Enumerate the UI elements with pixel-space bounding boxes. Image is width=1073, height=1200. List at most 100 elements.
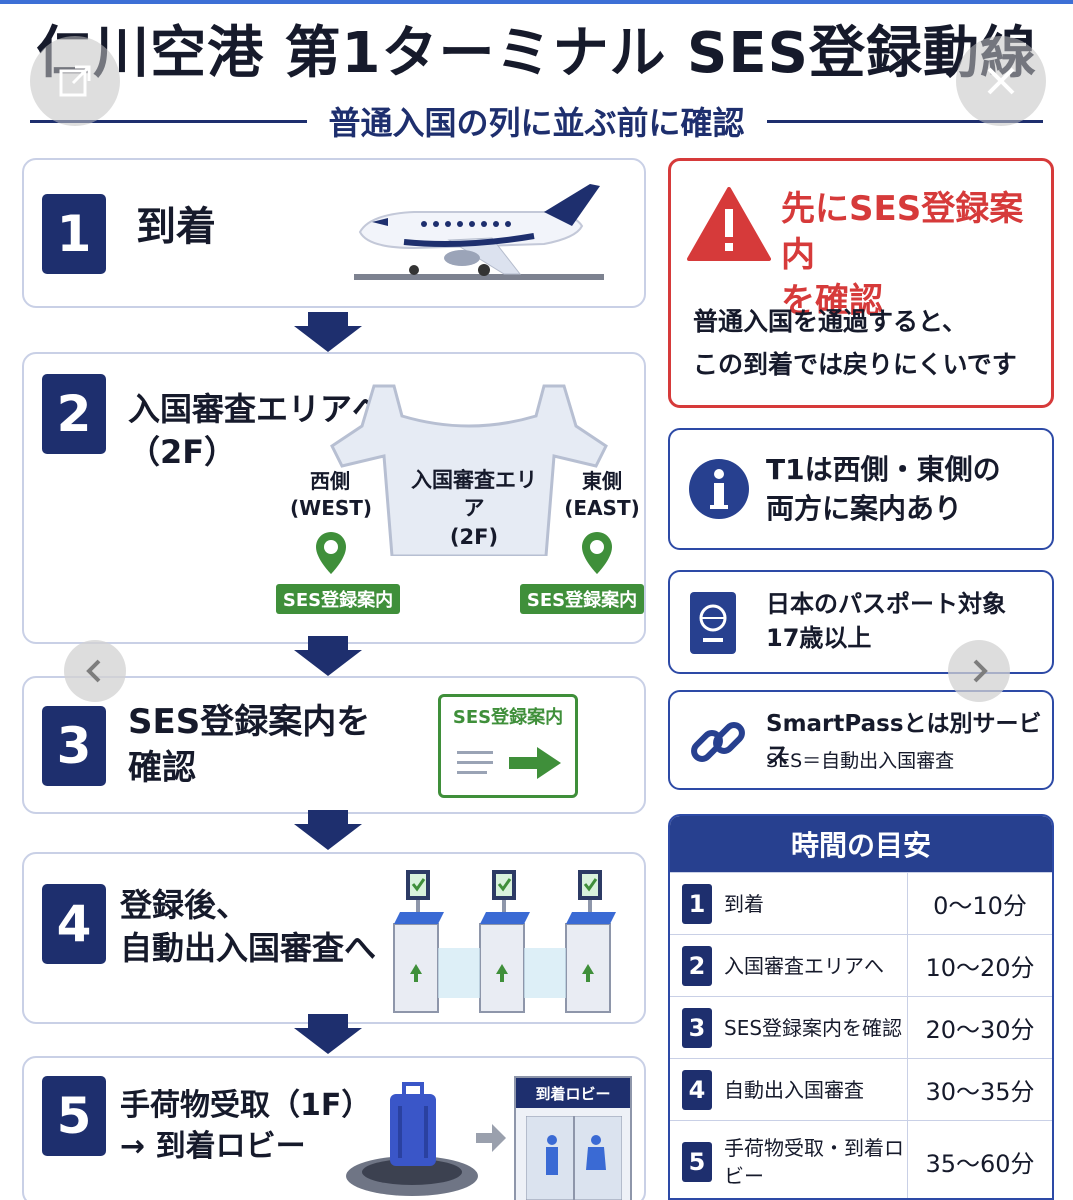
step-4-label: 登録後、 自動出入国審査へ bbox=[120, 884, 376, 970]
warning-icon bbox=[687, 187, 771, 261]
east-map-pin-icon bbox=[582, 532, 612, 574]
automated-gates-icon bbox=[393, 870, 616, 1013]
link-icon bbox=[691, 722, 745, 762]
timetable-row-label: SES登録案内を確認 bbox=[712, 997, 908, 1058]
warning-body-line2: この到着では戻りにくいです bbox=[693, 349, 1017, 379]
timetable-row-time: 10〜20分 bbox=[925, 954, 1035, 982]
lobby-door-icon bbox=[526, 1116, 622, 1200]
info-card-t1-line2: 両方に案内あり bbox=[766, 492, 963, 526]
info-card-smartpass-title: SmartPassとは別サービス bbox=[766, 711, 1042, 770]
airplane-icon bbox=[354, 184, 604, 280]
timetable-row-label: 自動出入国審査 bbox=[712, 1059, 908, 1120]
timetable-row-label: 入国審査エリアへ bbox=[712, 935, 908, 996]
warning-title: 先にSES登録案内 を確認 bbox=[781, 187, 1051, 325]
west-ses-guide-tag: SES登録案内 bbox=[276, 584, 400, 614]
immigration-area-map bbox=[330, 384, 608, 556]
passport-icon bbox=[690, 592, 736, 654]
ses-guide-sign: SES登録案内 bbox=[438, 694, 578, 798]
subtitle-rule-right bbox=[766, 119, 1044, 123]
info-icon bbox=[689, 459, 749, 519]
baggage-carousel-icon bbox=[346, 1082, 478, 1196]
step-3-label-line1: SES登録案内を bbox=[128, 702, 371, 742]
subtitle-row: 普通入国の列に並ぶ前に確認 bbox=[30, 96, 1044, 146]
step-3-card: 3 SES登録案内を 確認 SES登録案内 bbox=[22, 676, 646, 814]
timetable-row-time: 35〜60分 bbox=[925, 1150, 1035, 1178]
arrival-lobby-icon: 到着ロビー bbox=[514, 1076, 632, 1200]
info-card-t1-line1: T1は西側・東側の bbox=[766, 453, 1001, 486]
flow-arrow-3 bbox=[294, 810, 362, 850]
map-west-label: 西側 (WEST) bbox=[290, 468, 373, 522]
step-1-label: 到着 bbox=[136, 204, 216, 250]
top-accent-bar bbox=[0, 0, 1073, 4]
timetable: 時間の目安 1 到着 0〜10分 2 入国審査エリアへ 10〜20分 3 SES… bbox=[668, 814, 1054, 1200]
step-1-badge: 1 bbox=[42, 194, 106, 274]
step-2-card: 2 入国審査エリアへ （2F） 入国審査エリア (2F) 西側 (WEST) 東… bbox=[22, 352, 646, 644]
step-3-label: SES登録案内を 確認 bbox=[128, 700, 370, 792]
west-map-pin-icon bbox=[316, 532, 346, 574]
timetable-row-num: 4 bbox=[682, 1069, 712, 1110]
close-button[interactable] bbox=[956, 36, 1046, 126]
map-center-label-line2: (2F) bbox=[449, 524, 499, 549]
map-center-label: 入国審査エリア (2F) bbox=[402, 466, 546, 551]
timetable-row: 5 手荷物受取・到着ロビー 35〜60分 bbox=[670, 1120, 1052, 1198]
timetable-row: 1 到着 0〜10分 bbox=[670, 872, 1052, 934]
map-east-label-line1: 東側 bbox=[582, 469, 622, 493]
info-card-t1-guides: T1は西側・東側の 両方に案内あり bbox=[668, 428, 1054, 550]
timetable-row-num: 5 bbox=[682, 1141, 712, 1182]
warning-body-line1: 普通入国を通過すると、 bbox=[693, 307, 968, 336]
page-subtitle: 普通入国の列に並ぶ前に確認 bbox=[328, 104, 745, 142]
ses-guide-sign-label: SES登録案内 bbox=[452, 707, 564, 728]
open-external-button[interactable] bbox=[30, 36, 120, 126]
step-5-card: 5 手荷物受取（1F） → 到着ロビー 到着ロビー bbox=[22, 1056, 646, 1200]
info-card-smartpass: SmartPassとは別サービス SES＝自動出入国審査 bbox=[668, 690, 1054, 790]
chevron-left-icon bbox=[86, 659, 101, 683]
subtitle-rule-left bbox=[30, 119, 307, 123]
info-card-passport-text: 日本のパスポート対象 17歳以上 bbox=[766, 588, 1006, 655]
timetable-row-time: 30〜35分 bbox=[925, 1078, 1035, 1106]
timetable-row-num: 2 bbox=[682, 945, 712, 986]
arrival-lobby-sign: 到着ロビー bbox=[516, 1078, 630, 1108]
step-5-label-line1: 手荷物受取（1F） bbox=[120, 1088, 372, 1123]
flow-arrow-4 bbox=[294, 1014, 362, 1054]
flow-arrow-2 bbox=[294, 636, 362, 676]
warning-card: 先にSES登録案内 を確認 普通入国を通過すると、 この到着では戻りにくいです bbox=[668, 158, 1054, 408]
step-2-label-line2: （2F） bbox=[128, 433, 237, 472]
timetable-header: 時間の目安 bbox=[670, 816, 1052, 872]
flow-arrow-1 bbox=[294, 312, 362, 352]
warning-title-line2: を確認 bbox=[781, 280, 883, 321]
sign-arrow-icon bbox=[457, 747, 561, 779]
info-card-passport-line1: 日本のパスポート対象 bbox=[766, 590, 1006, 618]
timetable-row: 3 SES登録案内を確認 20〜30分 bbox=[670, 996, 1052, 1058]
step-4-label-line2: 自動出入国審査へ bbox=[120, 929, 377, 968]
previous-image-button[interactable] bbox=[64, 640, 126, 702]
step-3-badge: 3 bbox=[42, 706, 106, 786]
map-west-label-line1: 西側 bbox=[310, 469, 350, 493]
info-card-t1-text: T1は西側・東側の 両方に案内あり bbox=[766, 450, 1001, 528]
open-external-icon bbox=[59, 65, 91, 97]
timetable-row-time: 0〜10分 bbox=[933, 892, 1027, 920]
map-west-label-line2: (WEST) bbox=[290, 496, 373, 520]
timetable-row-time: 20〜30分 bbox=[925, 1016, 1035, 1044]
step-4-badge: 4 bbox=[42, 884, 106, 964]
warning-title-line1: 先にSES登録案内 bbox=[781, 189, 1024, 275]
map-east-label-line2: (EAST) bbox=[564, 496, 640, 520]
step-3-label-line2: 確認 bbox=[128, 747, 196, 788]
timetable-row-num: 3 bbox=[682, 1007, 712, 1048]
info-card-smartpass-note: SES＝自動出入国審査 bbox=[766, 750, 955, 772]
chevron-right-icon bbox=[973, 659, 988, 683]
page-title: 仁川空港 第1ターミナル SES登録動線 bbox=[36, 21, 1037, 86]
step-2-label: 入国審査エリアへ （2F） bbox=[128, 388, 384, 474]
timetable-row-label: 手荷物受取・到着ロビー bbox=[712, 1121, 908, 1198]
east-ses-guide-tag: SES登録案内 bbox=[520, 584, 644, 614]
step-4-label-line1: 登録後、 bbox=[120, 886, 249, 924]
step-5-badge: 5 bbox=[42, 1076, 106, 1156]
next-image-button[interactable] bbox=[948, 640, 1010, 702]
close-icon bbox=[987, 67, 1015, 95]
timetable-row: 4 自動出入国審査 30〜35分 bbox=[670, 1058, 1052, 1120]
step-5-label-line2: → 到着ロビー bbox=[120, 1128, 306, 1164]
step-2-label-line1: 入国審査エリアへ bbox=[128, 390, 385, 428]
timetable-row-label: 到着 bbox=[712, 873, 908, 934]
timetable-row: 2 入国審査エリアへ 10〜20分 bbox=[670, 934, 1052, 996]
step-4-card: 4 登録後、 自動出入国審査へ bbox=[22, 852, 646, 1024]
right-arrow-icon bbox=[476, 1124, 506, 1152]
